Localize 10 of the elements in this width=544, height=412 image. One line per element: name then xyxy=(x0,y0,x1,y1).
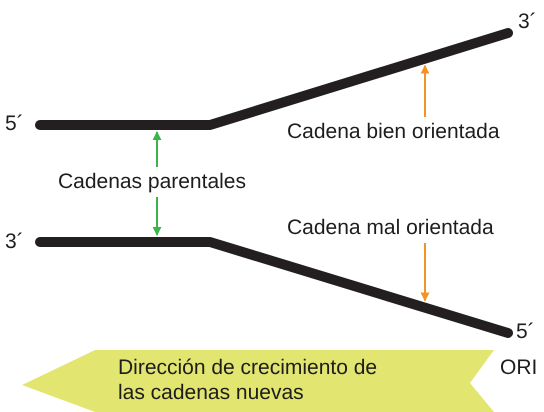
leader-arrow xyxy=(152,197,162,236)
strand-end-label: 5´ xyxy=(516,319,535,345)
leader-arrow xyxy=(420,64,430,117)
strand-end-label: 3´ xyxy=(518,9,537,35)
leader-arrow xyxy=(420,243,430,302)
strand-end-label: 3´ xyxy=(5,229,24,255)
origin-label: ORI xyxy=(500,355,538,381)
strand-end-label: 5´ xyxy=(5,111,24,137)
banner-text: Dirección de crecimiento de las cadenas nuevas xyxy=(118,355,378,405)
leader-arrow xyxy=(152,131,162,167)
